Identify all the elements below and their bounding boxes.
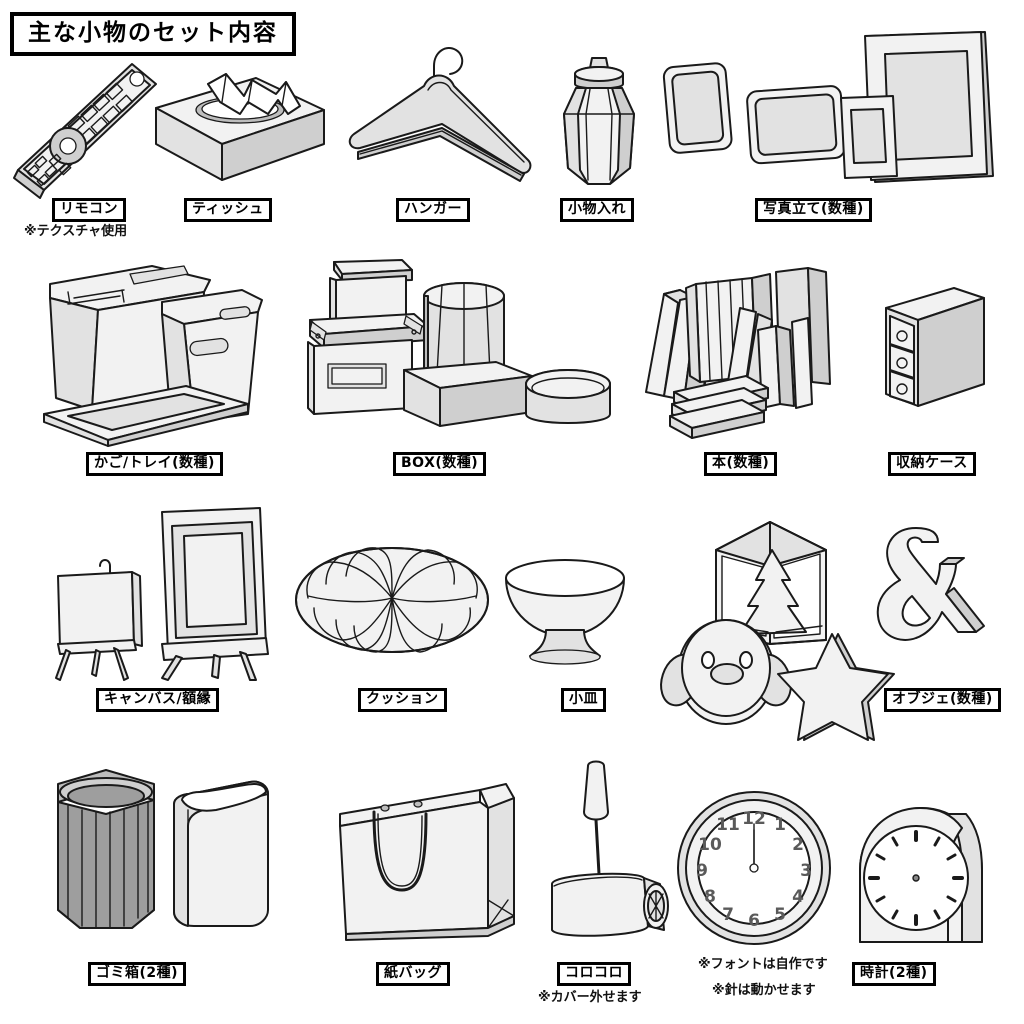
label-canvas-frame: キャンバス/額縁	[96, 688, 220, 712]
svg-text:12: 12	[742, 809, 766, 829]
label-remote: リモコン	[52, 198, 126, 222]
label-trash-bins: ゴミ箱(2種)	[88, 962, 187, 986]
label-cushion: クッション	[358, 688, 447, 712]
svg-text:11: 11	[716, 815, 740, 835]
svg-text:6: 6	[748, 911, 760, 931]
label-small-dish: 小皿	[561, 688, 606, 712]
label-drawer-case: 収納ケース	[888, 452, 976, 476]
paper-bag-icon	[330, 780, 540, 941]
svg-text:7: 7	[722, 905, 734, 925]
canvas-frame-icon	[36, 500, 269, 681]
drawer-case-icon	[880, 282, 990, 417]
cushion-icon	[292, 540, 492, 660]
svg-text:4: 4	[792, 887, 804, 907]
svg-text:10: 10	[698, 835, 722, 855]
objet-icon	[660, 508, 1010, 741]
sheet-title: 主な小物のセット内容	[10, 12, 296, 56]
clothes-hanger-icon	[338, 32, 548, 187]
note-clock-font: ※フォントは自作です	[698, 957, 828, 972]
note-lint-roller: ※カバー外せます	[538, 990, 642, 1005]
label-books: 本(数種)	[704, 452, 778, 476]
label-paper-bag: 紙バッグ	[376, 962, 450, 986]
tissue-box-icon	[148, 62, 328, 187]
svg-text:2: 2	[792, 835, 804, 855]
note-remote: ※テクスチャ使用	[24, 224, 128, 239]
svg-text:1: 1	[774, 815, 786, 835]
label-box: BOX(数種)	[393, 452, 487, 476]
svg-text:9: 9	[696, 861, 708, 881]
books-icon	[640, 264, 860, 444]
lidded-jar-icon	[556, 52, 642, 192]
label-jar: 小物入れ	[560, 198, 634, 222]
note-clock-hands: ※針は動かせます	[712, 983, 816, 998]
label-hanger: ハンガー	[396, 198, 470, 222]
svg-text:8: 8	[704, 887, 716, 907]
tv-remote-icon	[6, 58, 166, 199]
label-photoframes: 写真立て(数種)	[755, 198, 872, 222]
small-dish-icon	[500, 556, 630, 666]
storage-boxes-icon	[296, 258, 616, 438]
label-clocks: 時計(2種)	[852, 962, 936, 986]
trash-bins-icon	[44, 760, 294, 945]
basket-tray-icon	[34, 252, 294, 447]
svg-text:5: 5	[774, 905, 786, 925]
clocks-icon: 12 1 2 3 4 5 6 7 8 9 10 11	[676, 790, 986, 950]
svg-text:3: 3	[800, 861, 812, 881]
label-lint-roller: コロコロ	[557, 962, 631, 986]
label-tissue: ティッシュ	[184, 198, 272, 222]
photo-frames-icon	[655, 26, 1015, 196]
lint-roller-icon	[550, 760, 680, 945]
label-basket-tray: かご/トレイ(数種)	[86, 452, 223, 476]
label-objet: オブジェ(数種)	[884, 688, 1001, 712]
